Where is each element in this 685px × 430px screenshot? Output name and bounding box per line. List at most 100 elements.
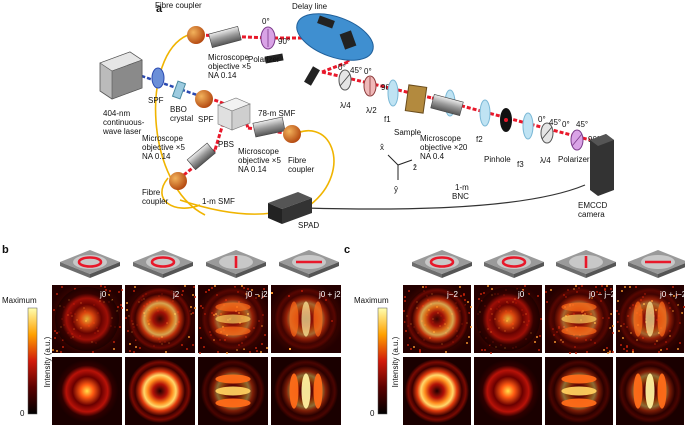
mode-icons-b bbox=[60, 250, 339, 278]
spf-filter-1 bbox=[151, 67, 165, 89]
b-label-3: j0 + j2 bbox=[318, 290, 341, 299]
fibre-coupler-mid bbox=[283, 125, 301, 143]
spf-1-label: SPF bbox=[148, 96, 164, 105]
colorbar-c-max: Maximum bbox=[354, 296, 389, 305]
c-mode-icon-3 bbox=[628, 250, 685, 278]
c-mode-icon-0 bbox=[412, 250, 472, 278]
lens-f3 bbox=[522, 112, 534, 140]
delay-mirror-1 bbox=[317, 15, 335, 29]
lens-f2 bbox=[479, 99, 491, 127]
pbs-cube bbox=[217, 97, 251, 131]
smf78-label: 78-m SMF bbox=[258, 109, 295, 118]
c-label-1: j0 bbox=[517, 290, 525, 299]
f2-label: f2 bbox=[476, 135, 483, 144]
objective-x20-label-1: Microscope bbox=[420, 134, 461, 143]
fibre-coupler-left bbox=[169, 172, 187, 190]
panel-b-label: b bbox=[2, 244, 9, 256]
bbo-crystal bbox=[171, 80, 187, 100]
qwp1-angle0: 0° bbox=[338, 63, 346, 72]
pol2-angle45: 45° bbox=[576, 120, 588, 129]
spad-label: SPAD bbox=[298, 221, 319, 230]
sample-plate bbox=[404, 84, 428, 114]
qwp2-axis bbox=[541, 126, 553, 140]
objective-left-label-2: objective ×5 bbox=[142, 143, 185, 152]
angle-0-top: 0° bbox=[262, 17, 270, 26]
pbs-label: PBS bbox=[218, 140, 234, 149]
c-label-3: j0 + j−2 bbox=[659, 290, 685, 299]
objective-x20-label-3: NA 0.4 bbox=[420, 152, 445, 161]
c-label-2: j0 − j−2 bbox=[588, 290, 616, 299]
qwp1-angle45: 45° bbox=[350, 66, 362, 75]
panel-a-label: a bbox=[156, 3, 163, 15]
b-measured-2 bbox=[198, 285, 268, 354]
c-label-0: j−2 bbox=[446, 290, 458, 299]
colorbar-c bbox=[377, 307, 388, 415]
mirror-a bbox=[264, 53, 284, 64]
axis-z-label: ẑ bbox=[413, 163, 417, 172]
b-theory-0 bbox=[52, 357, 122, 425]
intensity-label-c: Intensity (a.u.) bbox=[391, 336, 400, 387]
colorbar-b bbox=[27, 307, 38, 415]
fibre-coupler-left-label-2: coupler bbox=[142, 197, 169, 206]
objective-mid bbox=[252, 116, 286, 138]
emccd-camera bbox=[590, 134, 614, 196]
intensity-label-b: Intensity (a.u.) bbox=[43, 336, 52, 387]
fibre-coupler-mid-label-1: Fibre bbox=[288, 156, 307, 165]
objective-x20-label-2: objective ×20 bbox=[420, 143, 468, 152]
objective-left-label-1: Microscope bbox=[142, 134, 183, 143]
delay-line-stage bbox=[296, 13, 374, 61]
lens-f1 bbox=[387, 79, 399, 107]
laser-body bbox=[99, 51, 143, 100]
laser-label-3: wave laser bbox=[102, 127, 142, 136]
hwp1-angle0: 0° bbox=[364, 67, 372, 76]
f3-label: f3 bbox=[517, 160, 524, 169]
objective-left-label-3: NA 0.14 bbox=[142, 152, 171, 161]
c-theory-1 bbox=[474, 357, 542, 425]
pol2-angle0: 0° bbox=[562, 120, 570, 129]
fibre-coupler-top bbox=[187, 26, 205, 44]
b-mode-icon-3 bbox=[279, 250, 339, 278]
b-mode-icon-0 bbox=[60, 250, 120, 278]
delay-mirror-2 bbox=[339, 30, 357, 50]
polarizer-top-label: Polarizer bbox=[248, 55, 280, 64]
b-measured-0 bbox=[52, 285, 123, 353]
qwp2-angle0: 0° bbox=[538, 115, 546, 124]
pinhole-label: Pinhole bbox=[484, 155, 511, 164]
panel-c-label: c bbox=[344, 244, 350, 256]
objective-top-label-1: Microscope bbox=[208, 53, 249, 62]
polarizer-right-label: Polarizer bbox=[558, 155, 590, 164]
b-measured-3 bbox=[271, 285, 341, 353]
colorbar-b-max: Maximum bbox=[2, 296, 37, 305]
b-theory-2 bbox=[198, 357, 268, 425]
colorbar-c-min: 0 bbox=[370, 409, 375, 418]
b-measured-1 bbox=[125, 285, 196, 353]
pinhole-aperture bbox=[504, 118, 508, 122]
axis-y-label: ŷ bbox=[394, 185, 398, 194]
mirror-b bbox=[304, 66, 320, 86]
b-theory-1 bbox=[125, 357, 195, 425]
bnc-label-2: BNC bbox=[452, 192, 469, 201]
c-measured-0 bbox=[403, 285, 472, 353]
b-label-0: j0 bbox=[99, 290, 107, 299]
objective-mid-label-2: objective ×5 bbox=[238, 156, 281, 165]
hwp1-angle90: 90° bbox=[381, 83, 393, 92]
laser-label-2: continuous- bbox=[103, 118, 145, 127]
objective-top-label-3: NA 0.14 bbox=[208, 71, 237, 80]
colorbar-b-min: 0 bbox=[20, 409, 25, 418]
objective-top bbox=[208, 25, 242, 49]
polarizer-right-axis bbox=[571, 133, 583, 147]
bbo-label-2: crystal bbox=[170, 114, 193, 123]
mode-icons-c bbox=[412, 250, 685, 278]
c-theory-0 bbox=[403, 357, 471, 425]
c-measured-2 bbox=[545, 285, 614, 354]
c-theory-2 bbox=[545, 357, 613, 425]
f1-label: f1 bbox=[384, 115, 391, 124]
emccd-label-1: EMCCD bbox=[578, 201, 608, 210]
fibre-coupler-mid-label-2: coupler bbox=[288, 165, 315, 174]
spf-orb bbox=[195, 90, 213, 108]
c-measured-3 bbox=[616, 285, 685, 353]
objective-mid-label-3: NA 0.14 bbox=[238, 165, 267, 174]
b-label-2: j0 − j2 bbox=[245, 290, 268, 299]
c-mode-icon-1 bbox=[484, 250, 544, 278]
fibre-links bbox=[154, 34, 335, 216]
